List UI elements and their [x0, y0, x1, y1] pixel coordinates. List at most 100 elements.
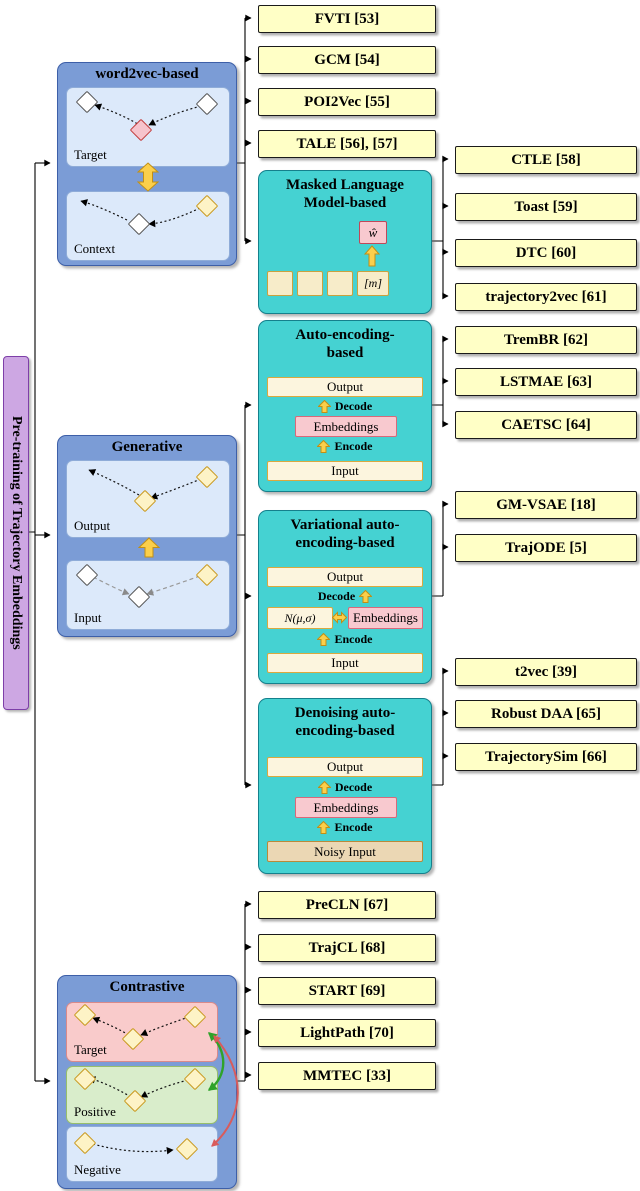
category-contrastive: Contrastive Target Posi	[57, 975, 237, 1189]
method-trajectorysim: TrajectorySim [66]	[455, 743, 637, 771]
group-autoencoding: Auto-encoding- based Output Decode Embed…	[258, 320, 432, 492]
method-fvti: FVTI [53]	[258, 5, 436, 33]
group-variational: Variational auto- encoding-based Output …	[258, 510, 432, 684]
contrastive-positive-panel: Positive	[66, 1066, 218, 1124]
generative-input-panel: Input	[66, 560, 230, 630]
category-generative: Generative Output	[57, 435, 237, 637]
method-gm-vsae: GM-VSAE [18]	[455, 491, 637, 519]
ae-decode-row: Decode	[259, 398, 431, 414]
group-masked-lm-title: Masked Language Model-based	[259, 171, 431, 212]
word2vec-context-panel: Context	[66, 191, 230, 261]
negative-label: Negative	[74, 1162, 121, 1177]
target-label: Target	[74, 1042, 107, 1057]
title-line: Variational auto-	[290, 517, 400, 533]
up-arrow-icon	[359, 589, 373, 603]
trajectory-arrows	[92, 575, 201, 596]
trajectory-arrows	[88, 1076, 189, 1098]
ae-embeddings-bar: Embeddings	[295, 416, 397, 437]
category-word2vec: word2vec-based Target	[57, 62, 237, 266]
category-contrastive-title: Contrastive	[109, 979, 185, 995]
contrastive-target-panel: Target	[66, 1002, 218, 1062]
category-generative-title: Generative	[111, 439, 183, 455]
up-arrow-icon	[364, 245, 380, 267]
generative-output-panel: Output	[66, 460, 230, 538]
title-line: Auto-encoding-	[295, 327, 395, 343]
trajectory-arrows	[88, 469, 202, 500]
up-arrow-icon	[317, 632, 331, 646]
word2vec-target-panel: Target	[66, 87, 230, 167]
contrastive-negative-panel: Negative	[66, 1126, 218, 1182]
method-toast: Toast [59]	[455, 193, 637, 221]
positive-label: Positive	[74, 1104, 116, 1119]
encode-label: Encode	[334, 819, 373, 834]
group-denoising: Denoising auto- encoding-based Output De…	[258, 698, 432, 874]
method-dtc: DTC [60]	[455, 239, 637, 267]
vae-decode-row: Decode	[259, 588, 431, 604]
dae-embeddings-bar: Embeddings	[295, 797, 397, 818]
vae-output-bar: Output	[267, 567, 423, 587]
token-cell	[267, 271, 293, 296]
token-cell	[327, 271, 353, 296]
title-line: Model-based	[303, 195, 387, 211]
method-ctle: CTLE [58]	[455, 146, 637, 174]
method-trajode: TrajODE [5]	[455, 534, 637, 562]
method-start: START [69]	[258, 977, 436, 1005]
title-line: based	[326, 345, 364, 361]
up-arrow-icon	[317, 439, 331, 453]
method-poi2vec: POI2Vec [55]	[258, 88, 436, 116]
decode-label: Decode	[334, 779, 373, 794]
title-line: encoding-based	[295, 723, 395, 739]
method-lightpath: LightPath [70]	[258, 1019, 436, 1047]
method-trembr: TremBR [62]	[455, 326, 637, 354]
trajectory-arrows	[80, 199, 201, 228]
token-cell	[297, 271, 323, 296]
dae-encode-row: Encode	[259, 819, 431, 835]
up-arrow-icon	[138, 537, 160, 558]
method-lstmae: LSTMAE [63]	[455, 368, 637, 396]
dae-decode-row: Decode	[259, 779, 431, 795]
encode-label: Encode	[334, 438, 373, 453]
up-arrow-icon	[317, 399, 331, 413]
group-denoising-title: Denoising auto- encoding-based	[259, 699, 431, 740]
method-trajectory2vec: trajectory2vec [61]	[455, 283, 637, 311]
ae-output-bar: Output	[267, 377, 423, 397]
group-variational-title: Variational auto- encoding-based	[259, 511, 431, 552]
method-tale: TALE [56], [57]	[258, 130, 436, 158]
vae-input-bar: Input	[267, 653, 423, 673]
mask-token-cell: [m]	[357, 271, 389, 296]
method-caetsc: CAETSC [64]	[455, 411, 637, 439]
method-robust-daa: Robust DAA [65]	[455, 700, 637, 728]
ae-input-bar: Input	[267, 461, 423, 481]
method-trajcl: TrajCL [68]	[258, 934, 436, 962]
trajectory-arrows	[92, 1143, 174, 1155]
up-arrow-icon	[317, 780, 331, 794]
up-arrow-icon	[317, 820, 331, 834]
vae-distribution-box: N(μ,σ)	[267, 607, 333, 629]
method-gcm: GCM [54]	[258, 46, 436, 74]
method-t2vec: t2vec [39]	[455, 658, 637, 686]
group-masked-lm: Masked Language Model-based ŵ [m]	[258, 170, 432, 314]
exchange-arrow-icon	[137, 162, 159, 192]
predicted-token-box: ŵ	[359, 221, 387, 244]
context-label: Context	[74, 241, 116, 256]
vae-encode-row: Encode	[259, 631, 431, 647]
dae-output-bar: Output	[267, 757, 423, 777]
title-line: encoding-based	[295, 535, 395, 551]
root-node: Pre-training of Trajectory Embeddings	[3, 356, 29, 710]
title-line: Masked Language	[286, 177, 404, 193]
decode-label: Decode	[334, 398, 373, 413]
method-mmtec: MMTEC [33]	[258, 1062, 436, 1090]
method-precln: PreCLN [67]	[258, 891, 436, 919]
dae-noisy-input-bar: Noisy Input	[267, 841, 423, 862]
title-line: Denoising auto-	[294, 705, 396, 721]
target-label: Target	[74, 147, 107, 162]
vae-embeddings-bar: Embeddings	[348, 607, 423, 629]
output-label: Output	[74, 518, 111, 533]
root-label: Pre-training of Trajectory Embeddings	[9, 416, 24, 650]
input-label: Input	[74, 610, 102, 625]
ae-encode-row: Encode	[259, 438, 431, 454]
encode-label: Encode	[334, 631, 373, 646]
group-autoencoding-title: Auto-encoding- based	[259, 321, 431, 362]
left-right-arrow-icon	[332, 611, 347, 624]
